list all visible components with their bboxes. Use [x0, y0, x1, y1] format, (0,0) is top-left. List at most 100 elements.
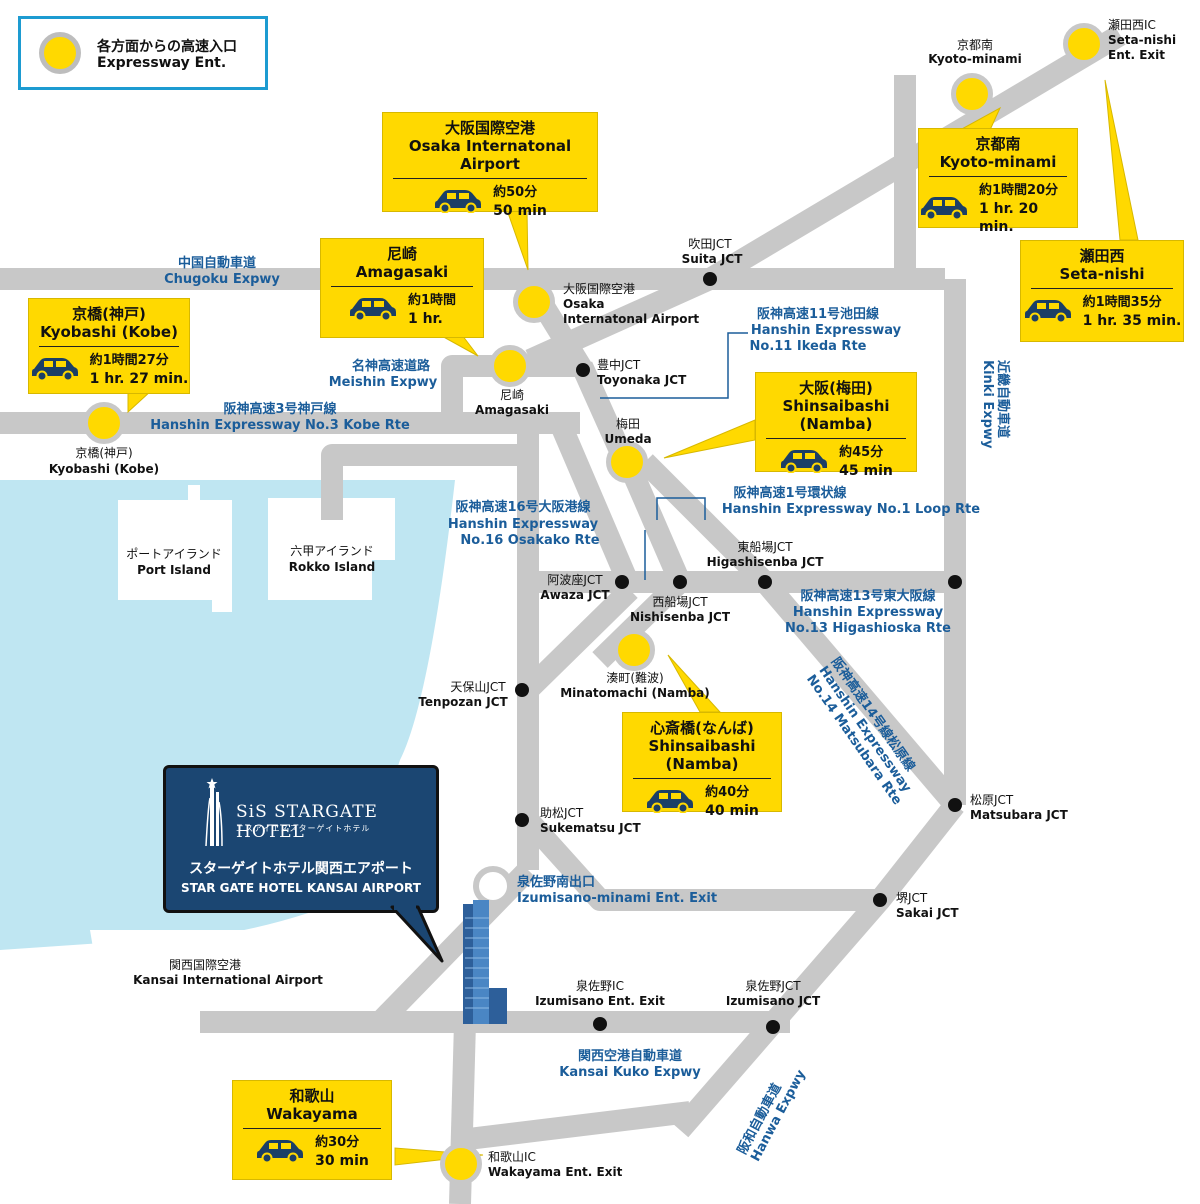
box-rule [331, 286, 473, 287]
box-time-en: 45 min [839, 463, 893, 479]
exit-ring-marker [473, 866, 513, 906]
label-kyoto-minami-jp: 京都南 [956, 38, 994, 52]
label-tenpozan-en: Tenpozan JCT [418, 695, 508, 709]
hotel-tower-logo-icon [205, 778, 223, 847]
route-kobe-jp: 阪神高速3号神戸線 [223, 402, 337, 417]
label-nishisenba-en: Nishisenba JCT [629, 610, 731, 624]
label-wakayama-ic-jp: 和歌山IC [488, 1150, 536, 1164]
expressway-entrance-marker [440, 1143, 482, 1185]
box-title-en: Seta-nishi [1059, 265, 1145, 283]
box-rule [243, 1128, 381, 1129]
box-title-en: Wakayama [266, 1105, 358, 1123]
expressway-entrance-marker [613, 629, 655, 671]
port-island-shape [118, 485, 232, 612]
route-kinki-line: Kinki Expwy [980, 360, 995, 449]
junction-dot [593, 1017, 607, 1031]
box-time-row: 約30分 30 min [233, 1134, 391, 1170]
label-sukematsu-en: Sukematsu JCT [540, 821, 641, 835]
label-tenpozan-jp: 天保山JCT [450, 680, 506, 694]
box-time-en: 1 hr. 35 min. [1082, 313, 1182, 329]
label-seta-nishi-ic-en2: Ent. Exit [1108, 48, 1165, 62]
label-izumisano-jct-jp: 泉佐野JCT [745, 979, 801, 993]
box-title-en: Kyobashi (Kobe) [40, 323, 178, 341]
box-title-en: Shinsaibashi (Namba) [782, 397, 890, 433]
label-umeda-en: Umeda [604, 432, 652, 446]
box-time-jp: 約1時間27分 [89, 353, 169, 368]
route-ikeda-en1: Hanshin Expressway [750, 323, 902, 338]
box-rule [39, 346, 179, 347]
label-matsubara-en: Matsubara JCT [970, 808, 1068, 822]
route-chugoku-en: Chugoku Expwy [164, 272, 280, 287]
box-title-jp: 心斎橋(なんば) [650, 719, 754, 737]
label-seta-nishi-ic-jp: 瀬田西IC [1108, 18, 1156, 32]
label-amagasaki-en: Amagasaki [475, 403, 549, 417]
car-icon [255, 1137, 305, 1167]
route-loop-jp: 阪神高速1号環状線 [733, 486, 847, 501]
label-umeda-jp: 梅田 [615, 417, 641, 431]
label-minatomachi-en: Minatomachi (Namba) [560, 686, 710, 700]
expressway-entrance-icon [39, 32, 81, 74]
route-kansai-kuko-en: Kansai Kuko Expwy [559, 1065, 701, 1080]
legend: 各方面からの高速入口 Expressway Ent. [18, 16, 268, 90]
box-time-jp: 約1時間 [407, 293, 457, 308]
expressway-entrance-marker [951, 73, 993, 115]
box-time-en: 30 min [315, 1153, 369, 1169]
expressway-entrance-marker [489, 345, 531, 387]
label-izumisano-ic-en: Izumisano Ent. Exit [535, 994, 665, 1008]
route-osakako-jp: 阪神高速16号大阪港線 [455, 500, 591, 515]
label-port-island-jp: ポートアイランド [126, 547, 222, 561]
hotel-name-jp: スターゲイトホテル関西エアポート [189, 861, 413, 877]
box-rule [1031, 288, 1173, 289]
box-title-jp: 大阪(梅田) [799, 379, 873, 397]
label-izumisano-jct-en: Izumisano JCT [725, 994, 821, 1008]
box-time-jp: 約50分 [493, 185, 538, 200]
expressway-entrance-marker [606, 441, 648, 483]
car-icon [30, 355, 80, 385]
label-awaza-jp: 阿波座JCT [547, 573, 603, 587]
box-rule [393, 178, 587, 179]
box-time-jp: 約30分 [315, 1135, 360, 1150]
label-kansai-airport-jp: 関西国際空港 [168, 958, 242, 972]
junction-dot [703, 272, 717, 286]
label-suita-en: Suita JCT [681, 252, 743, 266]
hotel-card[interactable]: SiS STARGATE HOTEL エスアイエススターゲイトホテル スターゲイ… [163, 765, 439, 913]
box-title-en: Osaka Internatonal Airport [408, 137, 572, 173]
car-icon [348, 295, 398, 325]
box-title-jp: 尼崎 [386, 245, 417, 263]
label-rokko-island-jp: 六甲アイランド [290, 544, 374, 558]
route-meishin-en: Meishin Expwy [328, 375, 438, 390]
hotel-brand: SiS STARGATE HOTEL [236, 802, 378, 842]
label-kyobashi-jp: 京橋(神戸) [75, 446, 133, 460]
car-icon [645, 787, 695, 817]
label-rokko-island-en: Rokko Island [288, 560, 376, 574]
box-time-en: 1 hr. 20 min. [979, 201, 1039, 235]
label-sukematsu-jp: 助松JCT [540, 806, 584, 820]
route-kinki-line: 近畿自動車道 [995, 360, 1010, 439]
box-umeda: 大阪(梅田) Shinsaibashi (Namba) 約45分 45 min [755, 372, 917, 479]
box-time-jp: 約45分 [839, 445, 884, 460]
hotel-building-icon [463, 900, 507, 1024]
label-osaka-airport-en1: Osaka [563, 297, 605, 311]
hotel-brand-jp: エスアイエススターゲイトホテル [236, 824, 371, 833]
label-seta-nishi-ic-en: Seta-nishi [1108, 33, 1177, 47]
hotel-pointer [390, 905, 444, 963]
car-icon [919, 194, 969, 224]
label-toyonaka-jp: 豊中JCT [597, 358, 641, 372]
route-ikeda-jp: 阪神高速11号池田線 [756, 307, 880, 322]
box-title-en: Shinsaibashi (Namba) [648, 737, 756, 773]
car-icon [1023, 297, 1073, 327]
label-higashisenba-jp: 東船場JCT [737, 540, 793, 554]
expressway-entrance-marker [83, 402, 125, 444]
label-nishisenba-jp: 西船場JCT [652, 595, 708, 609]
label-port-island-en: Port Island [137, 563, 211, 577]
route-meishin-jp: 名神高速道路 [351, 359, 431, 374]
